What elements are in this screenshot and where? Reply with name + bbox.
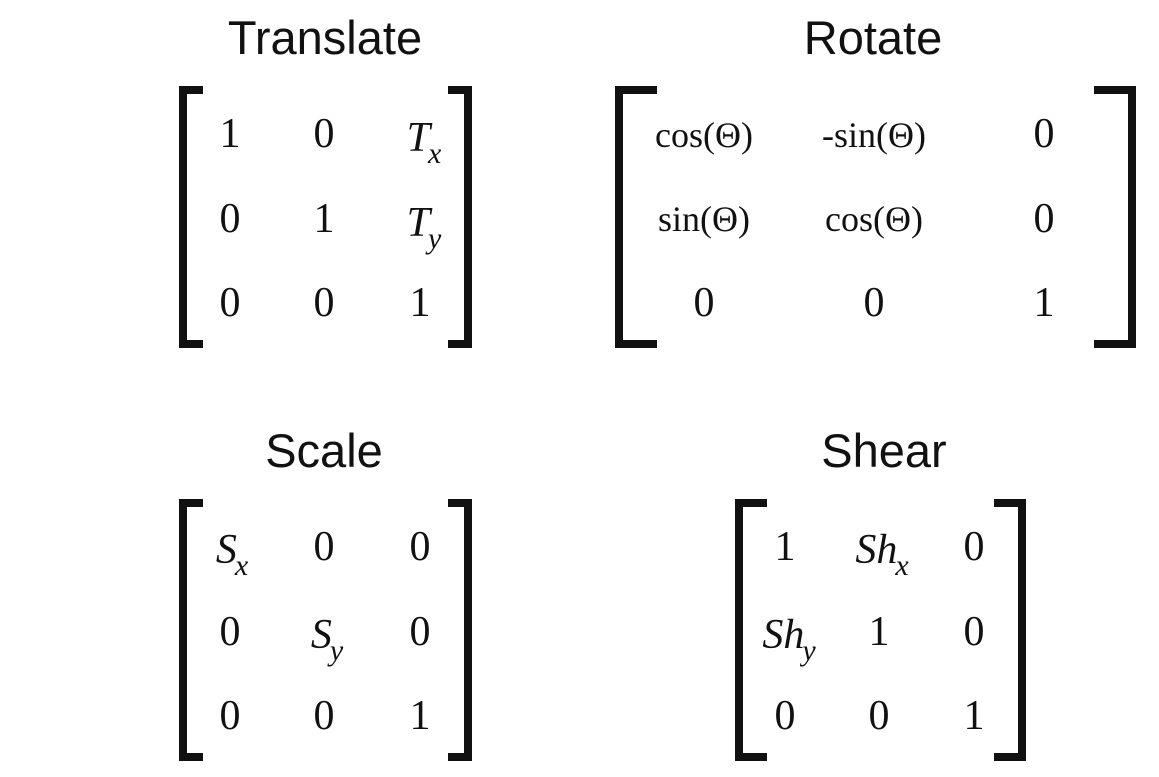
rotate-cell: 0 xyxy=(1033,111,1055,157)
rotate-right-bracket xyxy=(1094,86,1136,348)
scale-cell: 0 xyxy=(313,693,335,739)
shear-cell: Shx xyxy=(855,527,908,581)
variable-subscript: x xyxy=(895,549,909,582)
translate-title: Translate xyxy=(227,11,423,64)
variable-base: S xyxy=(310,612,332,658)
scale-cell: 0 xyxy=(219,693,241,739)
scale-cell: 1 xyxy=(409,693,431,739)
translate-cell: 0 xyxy=(219,280,241,326)
translate-cell: 0 xyxy=(313,280,335,326)
translate-cell: 1 xyxy=(313,196,335,242)
rotate-cell: 0 xyxy=(693,280,715,326)
shear-title: Shear xyxy=(821,424,947,477)
scale-cell: 0 xyxy=(219,609,241,655)
rotate-cell: -sin(Θ) xyxy=(822,115,926,155)
translate-cell: 0 xyxy=(313,111,335,157)
scale-cell: Sx xyxy=(215,527,248,581)
translate-cell: Ty xyxy=(406,200,442,254)
variable-base: Sh xyxy=(762,612,805,658)
shear-cell: 0 xyxy=(868,693,890,739)
shear-cell: 0 xyxy=(774,693,796,739)
shear-right-bracket xyxy=(994,499,1026,761)
shear-cell: Shy xyxy=(762,612,815,666)
variable-subscript: y xyxy=(802,634,816,667)
rotate-cell: 1 xyxy=(1033,280,1055,326)
shear-cell: 1 xyxy=(868,609,890,655)
translate-cell: Tx xyxy=(406,115,442,169)
translate-cell: 1 xyxy=(409,280,431,326)
rotate-cell: 0 xyxy=(863,280,885,326)
variable-base: Sh xyxy=(855,527,898,573)
variable-base: S xyxy=(215,527,237,573)
translate-right-bracket xyxy=(448,86,472,348)
scale-right-bracket xyxy=(448,499,472,761)
scale-cell: 0 xyxy=(409,609,431,655)
variable-subscript: y xyxy=(329,634,344,667)
rotate-cell: cos(Θ) xyxy=(825,199,923,239)
scale-cell: 0 xyxy=(409,524,431,570)
rotate-cell: cos(Θ) xyxy=(655,115,753,155)
variable-subscript: y xyxy=(428,222,442,255)
rotate-left-bracket xyxy=(615,86,657,348)
rotate-title: Rotate xyxy=(803,11,943,64)
translate-left-bracket xyxy=(179,86,203,348)
shear-cell: 1 xyxy=(963,693,985,739)
scale-cell: Sy xyxy=(310,612,343,666)
variable-base: T xyxy=(406,115,431,161)
scale-title: Scale xyxy=(265,424,383,477)
translate-cell: 0 xyxy=(219,196,241,242)
scale-left-bracket xyxy=(179,499,203,761)
scale-cell: 0 xyxy=(313,524,335,570)
variable-base: T xyxy=(406,200,431,246)
shear-cell: 1 xyxy=(774,524,796,570)
rotate-cell: 0 xyxy=(1033,196,1055,242)
variable-subscript: x xyxy=(428,137,442,170)
rotate-cell: sin(Θ) xyxy=(658,199,750,239)
shear-cell: 0 xyxy=(963,524,985,570)
shear-left-bracket xyxy=(735,499,767,761)
variable-subscript: x xyxy=(234,549,249,582)
translate-cell: 1 xyxy=(219,111,241,157)
shear-cell: 0 xyxy=(963,609,985,655)
